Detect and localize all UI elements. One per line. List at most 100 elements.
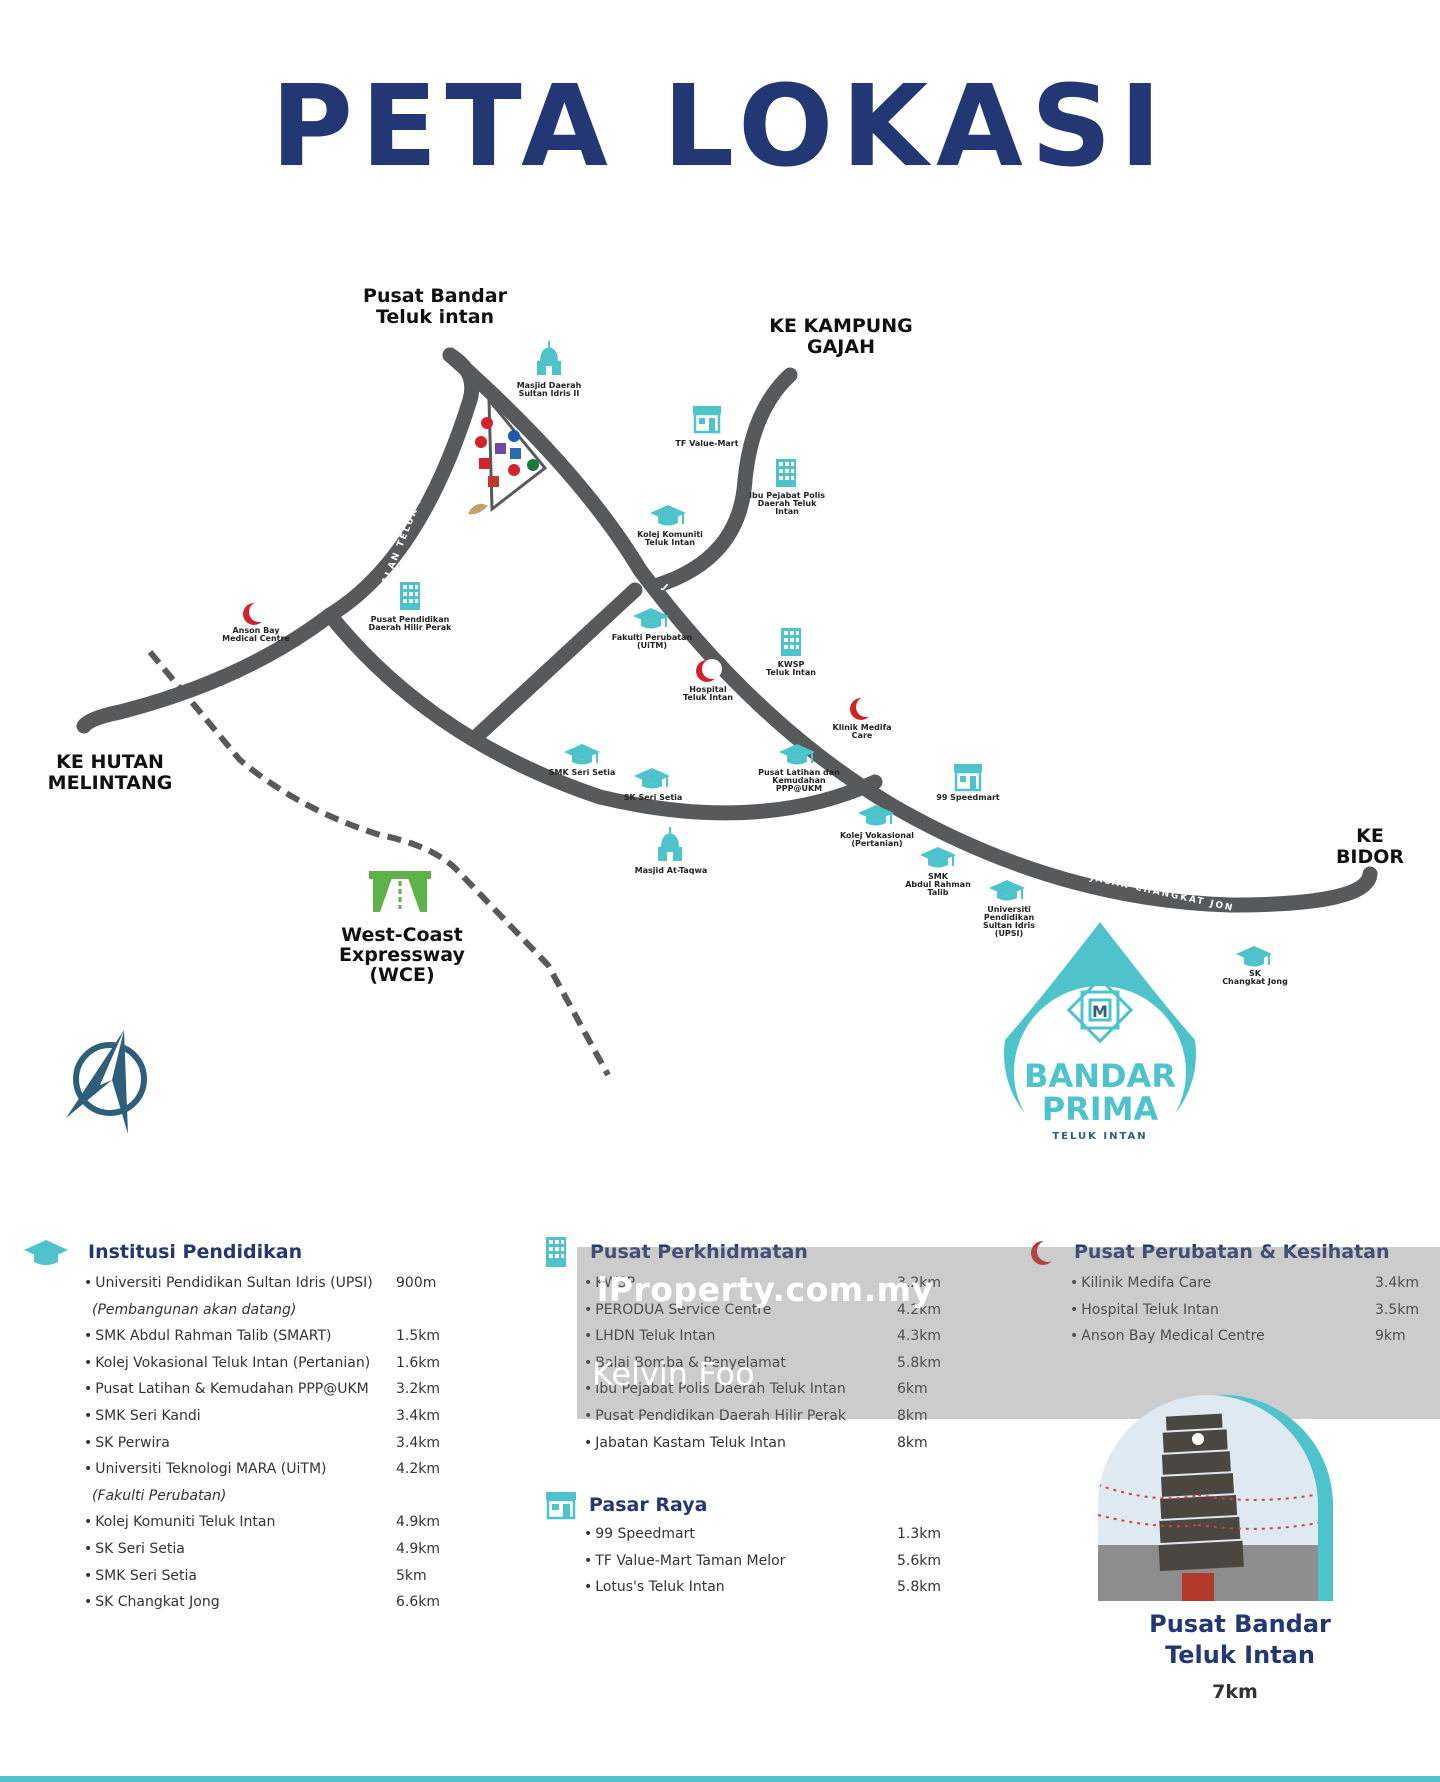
landmark-masjid-at-taqwa: Masjid At-Taqwa — [635, 826, 708, 875]
landmark-kolej-vokasional: Kolej Vokasional(Pertanian) — [840, 804, 914, 848]
bullet: • — [584, 1526, 593, 1542]
road-hutan-melintang — [76, 347, 480, 734]
legend-item-distance: 3.2km — [897, 1275, 942, 1291]
legend-item-distance: 1.6km — [396, 1354, 441, 1371]
legend-item-distance: 4.2km — [396, 1461, 441, 1478]
legend-item-name: SMK Seri Kandi — [95, 1408, 201, 1424]
svg-text:Kolej Vokasional(Pertanian): Kolej Vokasional(Pertanian) — [840, 831, 914, 848]
retail-cluster — [468, 395, 548, 515]
store-icon — [546, 1492, 576, 1520]
building-icon — [546, 1237, 566, 1267]
bandar-prima-monogram: M — [1092, 1002, 1108, 1021]
landmark-tf-value-mart: TF Value-Mart — [675, 404, 739, 448]
legend-item-name: Pusat Latihan & Kemudahan PPP@UKM — [95, 1381, 369, 1398]
road-kampung-gajah — [647, 367, 798, 594]
bullet: • — [84, 1541, 93, 1557]
bandar-prima-name-3: TELUK INTAN — [1052, 1131, 1147, 1142]
bullet: • — [584, 1328, 593, 1345]
leaning-tower-photo — [1098, 1395, 1333, 1601]
legend-item-name: 99 Speedmart — [595, 1526, 695, 1542]
bullet: • — [584, 1552, 593, 1569]
legend-item-distance: 6.6km — [396, 1594, 441, 1611]
legend-item-name: Kolej Vokasional Teluk Intan (Pertanian) — [95, 1354, 371, 1371]
svg-text:SMK Seri Setia: SMK Seri Setia — [549, 768, 616, 777]
svg-text:99 Speedmart: 99 Speedmart — [936, 793, 1000, 802]
legend-item-name: SMK Seri Setia — [95, 1567, 197, 1584]
legend-item-name: Lotus's Teluk Intan — [595, 1579, 725, 1596]
legend-item-distance: 3.5km — [1375, 1301, 1420, 1318]
legend-item-distance: 900m — [396, 1275, 437, 1291]
legend-item: •SMK Abdul Rahman Talib (SMART)1.5km — [84, 1328, 440, 1344]
bullet: • — [84, 1594, 93, 1611]
bullet: • — [84, 1275, 93, 1291]
road-teluk-intan-bidor — [442, 347, 1378, 913]
compass-icon — [66, 1030, 147, 1134]
road-label: JALAN TELUK INTAN - BIDOR — [0, 0, 796, 706]
legend-item-name: Kilinik Medifa Care — [1081, 1275, 1212, 1291]
crescent-icon — [1031, 1240, 1056, 1265]
legend-item-name: KWSP — [595, 1275, 636, 1291]
legend-item-distance: 5km — [396, 1567, 427, 1584]
legend-item-distance: 9km — [1375, 1328, 1406, 1345]
location-map: JALAN TELUK INTAN - BIDOR JALAN TELUK IN… — [0, 0, 1405, 1150]
road-label: JALAN CHANGKAT JONG — [0, 0, 1235, 914]
legend-title: Pusat Perubatan & Kesihatan — [1074, 1241, 1390, 1263]
legend-item-distance: 3.4km — [396, 1434, 441, 1451]
legend-note-text: (Fakulti Perubatan) — [92, 1487, 227, 1504]
legend-item: •Universiti Pendidikan Sultan Idris (UPS… — [84, 1275, 436, 1291]
svg-text:Fakulti Perubatan(UiTM): Fakulti Perubatan(UiTM) — [612, 633, 693, 650]
legend-item-distance: 3.4km — [1375, 1275, 1420, 1291]
feature-caption: Pusat Bandar Teluk Intan — [1090, 1609, 1390, 1671]
legend-title: Institusi Pendidikan — [88, 1241, 303, 1263]
legend-note-text: (Pembangunan akan datang) — [92, 1301, 297, 1318]
legend-item: •Kolej Vokasional Teluk Intan (Pertanian… — [84, 1354, 440, 1371]
highway-icon — [369, 871, 431, 912]
legend-item-name: PERODUA Service Centre — [595, 1301, 772, 1318]
legend-title: Pasar Raya — [589, 1494, 708, 1516]
legend-item-name: LHDN Teluk Intan — [595, 1328, 716, 1345]
legend-item-distance: 5.8km — [897, 1579, 942, 1596]
bullet: • — [584, 1579, 593, 1596]
legend-item-name: Kolej Komuniti Teluk Intan — [95, 1514, 276, 1531]
legend-item: •Anson Bay Medical Centre 9km — [1070, 1328, 1406, 1345]
bullet: • — [84, 1381, 93, 1398]
svg-text:Masjid At-Taqwa: Masjid At-Taqwa — [635, 866, 708, 875]
bullet: • — [84, 1354, 93, 1371]
bandar-prima-name-1: BANDAR — [1024, 1057, 1176, 1095]
bottom-accent-bar — [0, 1776, 1440, 1782]
legend-title: Pusat Perkhidmatan — [590, 1241, 808, 1263]
legend-item-name: Jabatan Kastam Teluk Intan — [595, 1434, 786, 1451]
svg-text:TF Value-Mart: TF Value-Mart — [675, 439, 738, 448]
bullet: • — [1070, 1328, 1079, 1345]
legend-item-name: Anson Bay Medical Centre — [1081, 1328, 1265, 1345]
legend-item-distance: 8km — [897, 1408, 928, 1424]
